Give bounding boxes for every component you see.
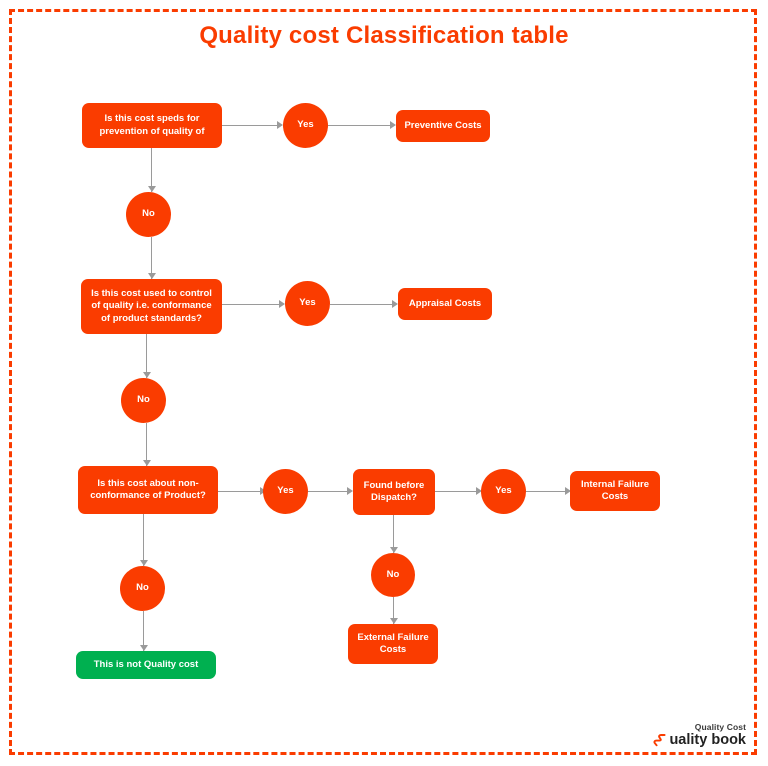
branch-yes-4[interactable]: Yes — [481, 469, 526, 514]
result-internal-failure-costs-label: Internal Failure Costs — [580, 478, 650, 502]
decision-node-control-label: Is this cost used to control of quality … — [91, 288, 212, 324]
connector-d4-to-no4 — [393, 515, 395, 553]
logo-wordmark: uality book — [653, 733, 746, 748]
branch-yes-1-label: Yes — [297, 119, 314, 131]
decision-node-prevention[interactable]: Is this cost speds for prevention of qua… — [82, 103, 222, 148]
connector-no1-to-d2 — [151, 237, 153, 279]
logo-name: uality book — [669, 732, 746, 749]
branch-no-3[interactable]: No — [120, 566, 165, 611]
arrowhead-d2-to-no2 — [143, 372, 151, 378]
connector-yes1-to-preventive — [328, 125, 392, 127]
decision-node-found-before-dispatch[interactable]: Found before Dispatch? — [353, 469, 435, 515]
result-appraisal-costs[interactable]: Appraisal Costs — [398, 288, 492, 320]
connector-d4-to-yes4 — [435, 491, 477, 493]
brand-logo: Quality Cost uality book — [653, 722, 746, 748]
arrowhead-d1-to-no1 — [148, 186, 156, 192]
result-internal-failure-costs[interactable]: Internal Failure Costs — [570, 471, 660, 511]
decision-node-nonconformance[interactable]: Is this cost about non-conformance of Pr… — [78, 466, 218, 514]
result-external-failure-costs[interactable]: External Failure Costs — [348, 624, 438, 664]
quality-q-icon — [653, 733, 668, 748]
branch-yes-4-label: Yes — [495, 485, 512, 497]
decision-node-found-before-dispatch-label: Found before Dispatch? — [363, 479, 425, 503]
branch-yes-2-label: Yes — [299, 297, 316, 309]
result-preventive-costs[interactable]: Preventive Costs — [396, 110, 490, 142]
arrowhead-d4-to-yes4 — [476, 487, 482, 495]
result-not-quality-cost[interactable]: This is not Quality cost — [76, 651, 216, 679]
connector-d3-to-yes3 — [218, 491, 261, 493]
arrowhead-d2-to-yes2 — [279, 300, 285, 308]
branch-yes-1[interactable]: Yes — [283, 103, 328, 148]
connector-yes3-to-d4 — [308, 491, 348, 493]
arrowhead-no3-to-not-quality-cost — [140, 645, 148, 651]
connector-d1-to-yes1 — [222, 125, 278, 127]
arrowhead-d4-to-no4 — [390, 547, 398, 553]
arrowhead-no1-to-d2 — [148, 273, 156, 279]
connector-d2-to-no2 — [146, 334, 148, 378]
decision-node-nonconformance-label: Is this cost about non-conformance of Pr… — [90, 477, 206, 501]
arrowhead-no2-to-d3 — [143, 460, 151, 466]
arrowhead-no4-to-external-failure — [390, 618, 398, 624]
connector-no4-to-external-failure — [393, 597, 395, 624]
result-not-quality-cost-label: This is not Quality cost — [93, 658, 199, 670]
branch-no-2-label: No — [137, 394, 150, 406]
result-external-failure-costs-label: External Failure Costs — [357, 631, 429, 655]
connector-yes2-to-appraisal — [330, 304, 394, 306]
branch-yes-3-label: Yes — [277, 485, 294, 497]
arrowhead-yes1-to-preventive — [390, 121, 396, 129]
branch-yes-2[interactable]: Yes — [285, 281, 330, 326]
page-title: Quality cost Classification table — [199, 22, 569, 49]
arrowhead-yes2-to-appraisal — [392, 300, 398, 308]
branch-no-2[interactable]: No — [121, 378, 166, 423]
decision-node-prevention-label: Is this cost speds for prevention of qua… — [99, 113, 205, 137]
connector-d2-to-yes2 — [222, 304, 280, 306]
arrowhead-yes4-to-internal-failure — [565, 487, 571, 495]
arrowhead-d1-to-yes1 — [277, 121, 283, 129]
branch-no-1[interactable]: No — [126, 192, 171, 237]
result-preventive-costs-label: Preventive Costs — [404, 119, 482, 131]
decision-node-control[interactable]: Is this cost used to control of quality … — [81, 279, 222, 334]
branch-no-4-label: No — [386, 568, 400, 580]
branch-no-3-label: No — [136, 582, 149, 594]
branch-no-4[interactable]: No — [371, 553, 415, 597]
branch-yes-3[interactable]: Yes — [263, 469, 308, 514]
connector-no3-to-not-quality-cost — [143, 611, 145, 651]
connector-d1-to-no1 — [151, 148, 153, 192]
branch-no-1-label: No — [142, 208, 155, 220]
arrowhead-yes3-to-d4 — [347, 487, 353, 495]
connector-d3-to-no3 — [143, 514, 145, 566]
result-appraisal-costs-label: Appraisal Costs — [408, 297, 482, 309]
connector-no2-to-d3 — [146, 423, 148, 466]
connector-yes4-to-internal-failure — [526, 491, 566, 493]
logo-tagline: Quality Cost — [694, 722, 746, 732]
arrowhead-d3-to-no3 — [140, 560, 148, 566]
